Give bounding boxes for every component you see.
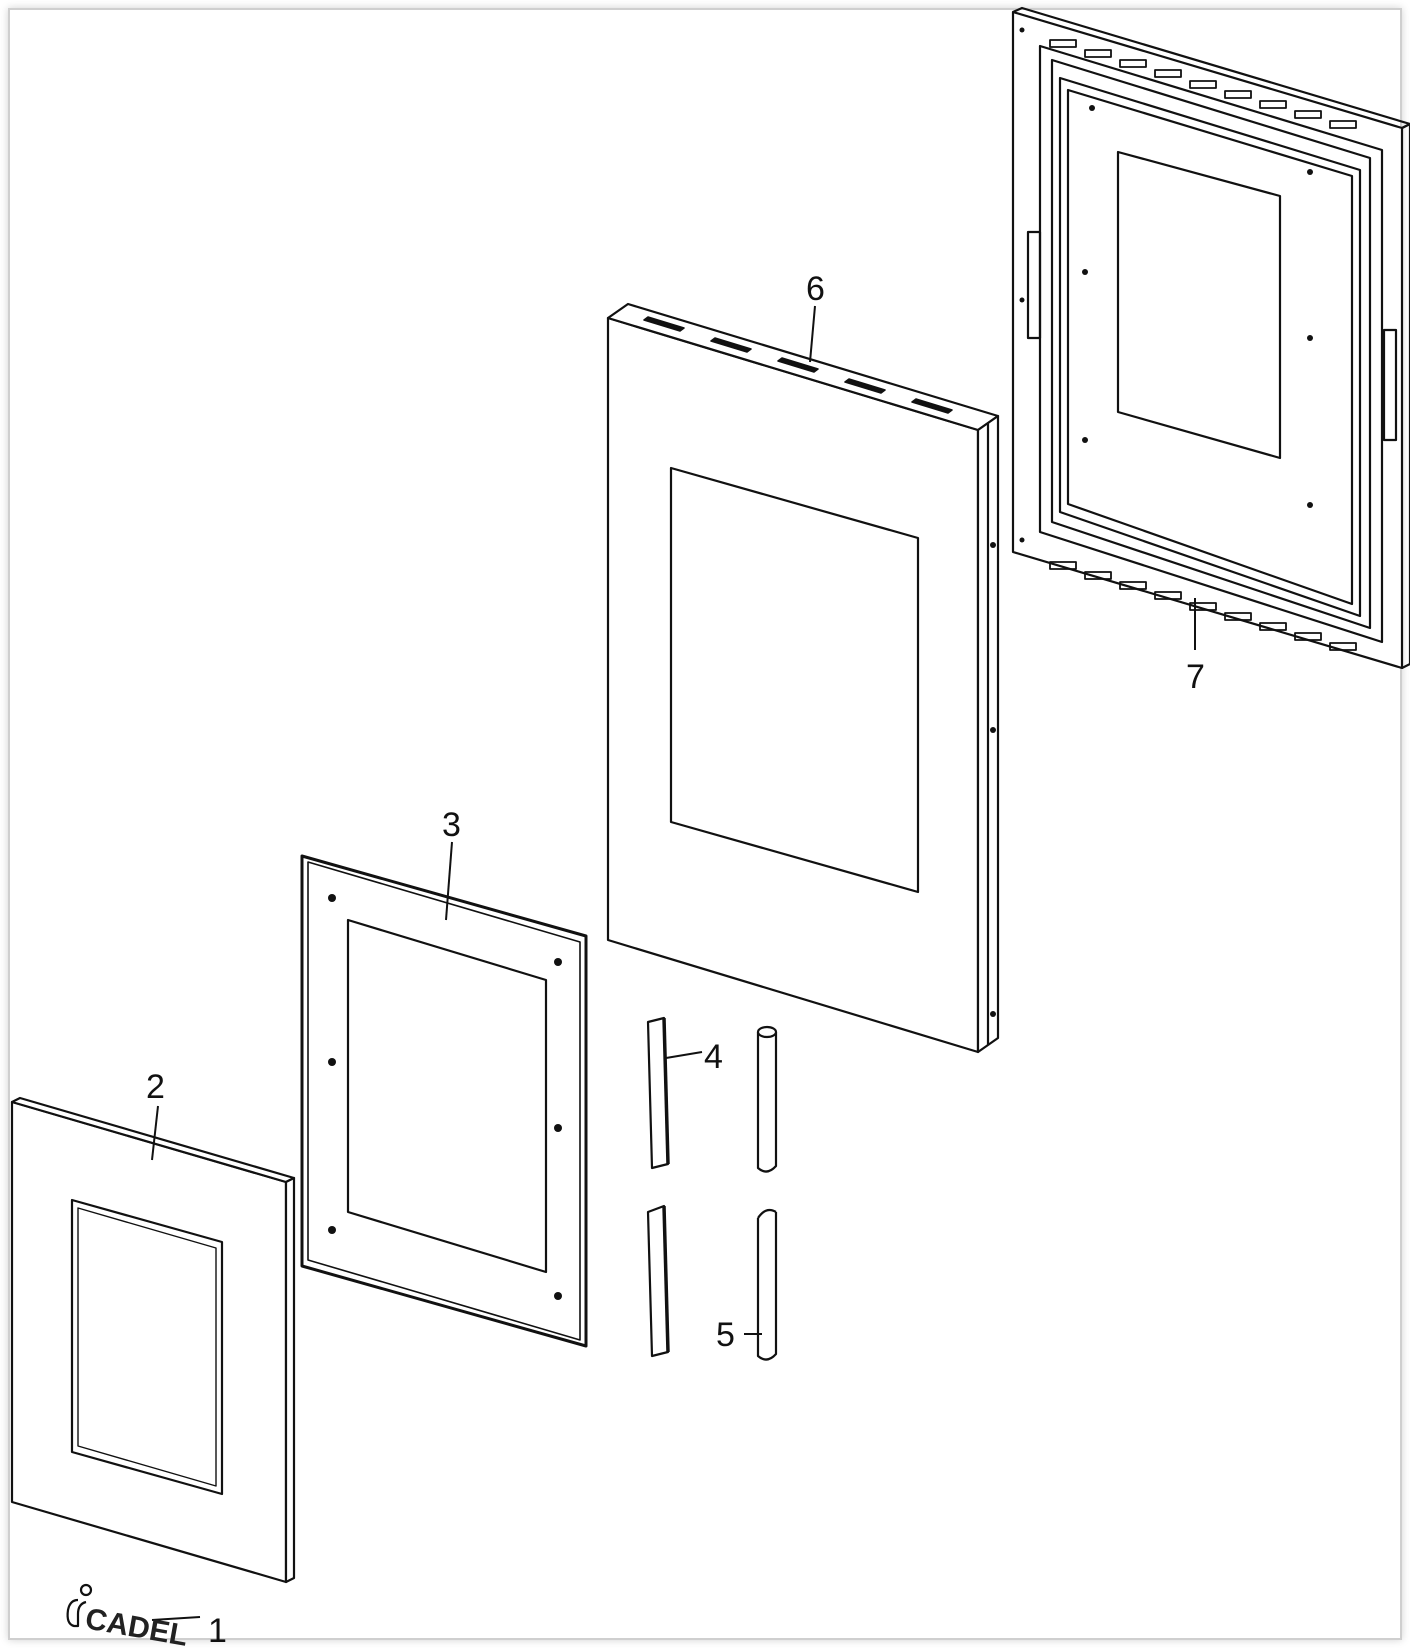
leader-line-2 [151,1105,159,1161]
callout-6: 6 [806,270,825,308]
part-5-rods [756,1025,778,1361]
leader-line-4 [665,1051,703,1059]
leader-line-1 [151,1616,201,1621]
logo-text: CADEL [83,1602,191,1648]
part-4-strips [646,1016,670,1358]
part-1-logo [66,1583,93,1628]
callout-3: 3 [442,806,461,844]
part-3-gasket-frame [300,854,588,1348]
leader-line-3 [445,841,453,921]
leader-line-6 [809,305,816,363]
callout-2: 2 [146,1068,165,1106]
callout-5: 5 [716,1316,735,1354]
part-7-back-frame [1011,6,1410,670]
part-6-door-panel [606,302,1000,1054]
callout-1: 1 [208,1612,227,1648]
part-2-front-glass [10,1096,296,1584]
callout-4: 4 [704,1038,723,1076]
callout-7: 7 [1186,658,1205,696]
